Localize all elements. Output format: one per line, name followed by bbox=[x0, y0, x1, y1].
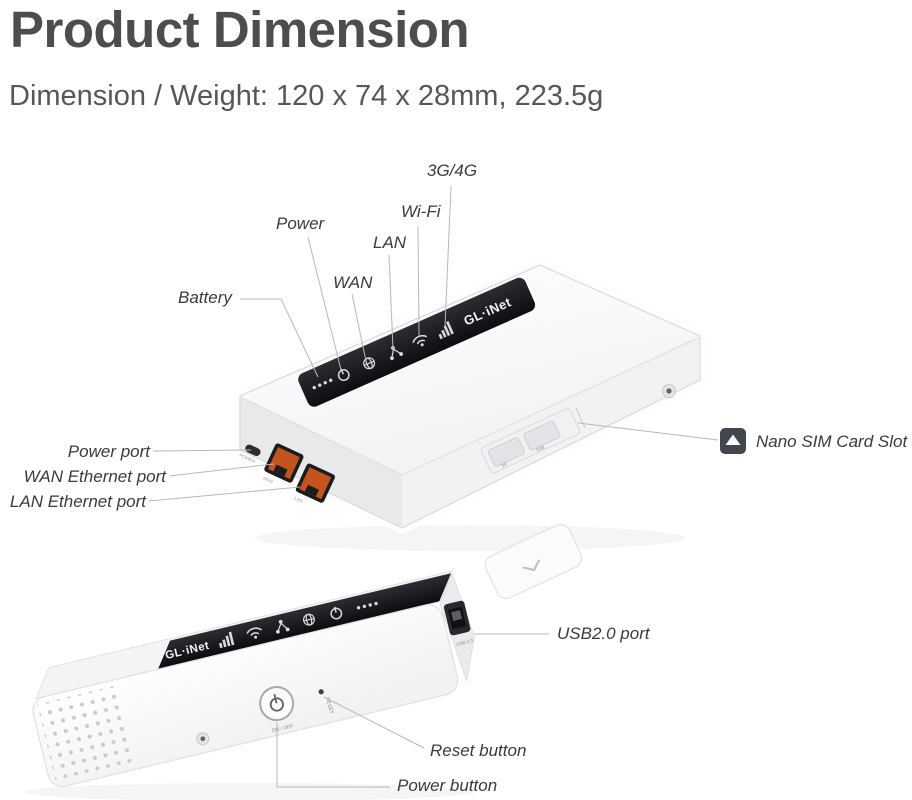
sim-cover-piece bbox=[484, 523, 583, 600]
vent-grid bbox=[37, 685, 136, 781]
top-led-strip: GL·iNet bbox=[298, 277, 536, 407]
wan-jack-print: WAN bbox=[262, 475, 273, 484]
nano-sim-card-slot bbox=[523, 420, 561, 451]
callout-power-button: Power button bbox=[397, 776, 498, 795]
leader-lan-port bbox=[148, 486, 301, 502]
callout-wifi: Wi-Fi bbox=[401, 202, 441, 221]
callout-wan-ethernet-port: WAN Ethernet port bbox=[23, 467, 166, 486]
top-device-top-face bbox=[240, 265, 700, 474]
leader-cellular bbox=[444, 185, 452, 328]
sim-slot-print: SIM bbox=[535, 445, 546, 454]
leader-wifi bbox=[417, 225, 420, 338]
on-off-print: ON / OFF bbox=[271, 723, 293, 734]
leader-power-button bbox=[276, 722, 390, 788]
nano-sim-badge bbox=[720, 428, 746, 454]
port-panel: POWER WAN LAN bbox=[239, 443, 335, 504]
bottom-device-front-face bbox=[32, 604, 459, 787]
usb-c-power-port bbox=[245, 444, 261, 456]
top-device: GL·iNet POWER WAN LAN TF S bbox=[234, 259, 706, 534]
callout-lan-ethernet-port: LAN Ethernet port bbox=[9, 492, 146, 511]
bottom-device: GL·iNet ON / OFF RESET USB 2.0 bbox=[32, 570, 475, 787]
reset-print: RESET bbox=[324, 697, 334, 715]
power-button[interactable] bbox=[257, 684, 297, 724]
top-device-shadow bbox=[255, 525, 685, 551]
eject-triangle-icon bbox=[725, 434, 741, 445]
top-device-left-face bbox=[240, 396, 402, 528]
callout-nano-sim: Nano SIM Card Slot bbox=[756, 432, 908, 451]
dimension-weight-subtitle: Dimension / Weight: 120 x 74 x 28mm, 223… bbox=[9, 80, 604, 112]
leader-battery bbox=[240, 298, 319, 378]
leader-nano-sim bbox=[577, 422, 719, 441]
callout-power-port: Power port bbox=[67, 442, 150, 461]
leader-power bbox=[307, 236, 342, 371]
callout-battery: Battery bbox=[178, 288, 232, 307]
leader-wan bbox=[351, 293, 367, 362]
callout-lan: LAN bbox=[373, 233, 407, 252]
reset-button[interactable] bbox=[318, 689, 324, 695]
tf-slot-print: TF bbox=[501, 462, 509, 470]
callout-cellular: 3G/4G bbox=[427, 161, 478, 180]
callout-usb: USB2.0 port bbox=[557, 624, 650, 643]
leader-reset bbox=[323, 696, 425, 749]
page-title: Product Dimension bbox=[10, 1, 470, 58]
leader-power-port bbox=[152, 449, 252, 452]
leader-lan bbox=[388, 254, 394, 350]
lan-jack-print: LAN bbox=[294, 496, 304, 504]
leader-lines bbox=[148, 185, 719, 788]
usb-print: USB 2.0 bbox=[456, 638, 474, 647]
tf-card-slot bbox=[488, 437, 525, 467]
callout-power: Power bbox=[276, 214, 325, 233]
sim-slot-panel: TF SIM bbox=[481, 407, 586, 474]
callout-wan: WAN bbox=[333, 273, 373, 292]
callout-reset: Reset button bbox=[430, 741, 527, 760]
leader-wan-port bbox=[168, 463, 275, 477]
